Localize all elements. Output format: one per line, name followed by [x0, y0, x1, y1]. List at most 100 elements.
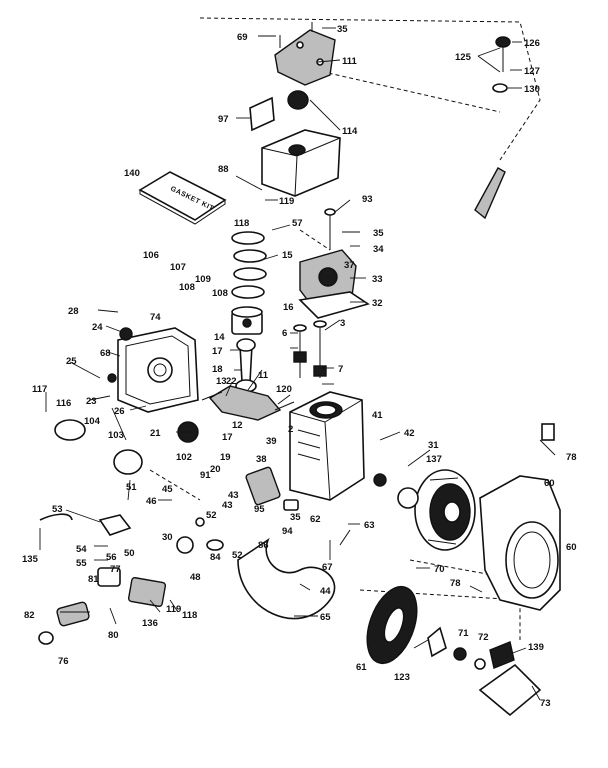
callout-62: 62 [310, 514, 321, 525]
callout-38: 38 [256, 454, 267, 465]
callout-6: 6 [282, 328, 287, 339]
callout-78: 78 [566, 452, 577, 463]
callout-52: 52 [232, 550, 243, 561]
fuel-tank-parts [54, 419, 199, 475]
cylinder-block [289, 391, 365, 501]
callout-65: 65 [320, 612, 331, 623]
callout-35b: 35 [373, 228, 384, 239]
callout-3: 3 [340, 318, 345, 329]
callout-17b: 17 [222, 432, 233, 443]
callout-41: 41 [372, 410, 383, 421]
callout-56: 56 [106, 552, 117, 563]
small-parts [39, 423, 555, 670]
callout-109: 109 [195, 274, 211, 285]
callout-72: 72 [478, 632, 489, 643]
callout-82: 82 [24, 610, 35, 621]
callout-140: 140 [124, 168, 140, 179]
callout-63: 63 [364, 520, 375, 531]
callout-127: 127 [524, 66, 540, 77]
callout-68: 68 [100, 348, 111, 359]
callout-31: 31 [428, 440, 439, 451]
callout-120: 120 [276, 384, 292, 395]
carburetor [298, 208, 370, 319]
callout-71: 71 [458, 628, 469, 639]
callout-14: 14 [214, 332, 225, 343]
callout-33: 33 [372, 274, 383, 285]
connecting-rod [235, 338, 257, 393]
callout-104: 104 [84, 416, 101, 427]
callout-35: 35 [337, 24, 348, 35]
callout-135: 135 [22, 554, 39, 565]
callout-13: 13 [216, 376, 227, 387]
callout-130: 130 [524, 84, 540, 95]
callout-119b: 119 [166, 604, 181, 615]
callout-81: 81 [88, 574, 99, 585]
recoil-starter [478, 641, 542, 717]
callout-103: 103 [108, 430, 124, 441]
callout-108: 108 [179, 282, 195, 293]
callout-118: 118 [234, 218, 249, 229]
callout-52b: 52 [206, 510, 217, 521]
callout-numbers: 69 35 111 125 126 127 130 97 114 140 88 … [22, 24, 577, 709]
callout-50: 50 [124, 548, 135, 559]
callout-118b: 118 [182, 610, 197, 621]
callout-2: 2 [288, 424, 293, 435]
callout-43: 43 [222, 500, 233, 511]
callout-28: 28 [68, 306, 79, 317]
callout-136: 136 [142, 618, 158, 629]
callout-97: 97 [218, 114, 229, 125]
carburetor-parts-lower [38, 567, 167, 645]
callout-44: 44 [320, 586, 331, 597]
callout-45: 45 [162, 484, 173, 495]
callout-46: 46 [146, 496, 157, 507]
callout-137: 137 [426, 454, 442, 465]
callout-17: 17 [212, 346, 223, 357]
callout-19: 19 [220, 452, 231, 463]
callout-7: 7 [338, 364, 343, 375]
callout-76: 76 [58, 656, 69, 667]
leader-lines [39, 27, 556, 701]
callout-21: 21 [150, 428, 161, 439]
callout-60: 60 [566, 542, 577, 553]
callout-95: 95 [254, 504, 265, 515]
callout-74: 74 [150, 312, 161, 323]
callout-26: 26 [114, 406, 125, 417]
spring-part [474, 167, 506, 220]
callout-93: 93 [362, 194, 373, 205]
piston-rings [231, 231, 267, 299]
callout-70: 70 [434, 564, 445, 575]
callout-39: 39 [266, 436, 277, 447]
bolt-assembly [492, 36, 511, 93]
callout-16: 16 [283, 302, 294, 313]
callout-42: 42 [404, 428, 415, 439]
callout-22: 22 [226, 376, 237, 387]
muffler [261, 90, 341, 197]
callout-35c: 35 [290, 512, 301, 523]
callout-43b: 43 [228, 490, 239, 501]
callout-84: 84 [210, 552, 221, 563]
callout-53: 53 [52, 504, 63, 515]
callout-117: 117 [32, 384, 47, 395]
valves [293, 320, 327, 378]
callout-126: 126 [524, 38, 540, 49]
callout-94: 94 [282, 526, 293, 537]
callout-32: 32 [372, 298, 383, 309]
callout-30: 30 [162, 532, 173, 543]
callout-54: 54 [76, 544, 87, 555]
callout-25: 25 [66, 356, 77, 367]
callout-11: 11 [258, 370, 269, 381]
callout-55: 55 [76, 558, 87, 569]
callout-78b: 78 [450, 578, 461, 589]
callout-139: 139 [528, 642, 544, 653]
callout-34: 34 [373, 244, 384, 255]
callout-67: 67 [322, 562, 333, 573]
callout-80: 80 [108, 630, 119, 641]
callout-119: 119 [279, 196, 294, 207]
callout-15: 15 [282, 250, 293, 261]
muffler-shield [249, 96, 275, 132]
blower-housing [479, 475, 561, 611]
callout-61: 61 [356, 662, 367, 673]
callout-69: 69 [237, 32, 248, 43]
guide-lines [149, 17, 541, 640]
